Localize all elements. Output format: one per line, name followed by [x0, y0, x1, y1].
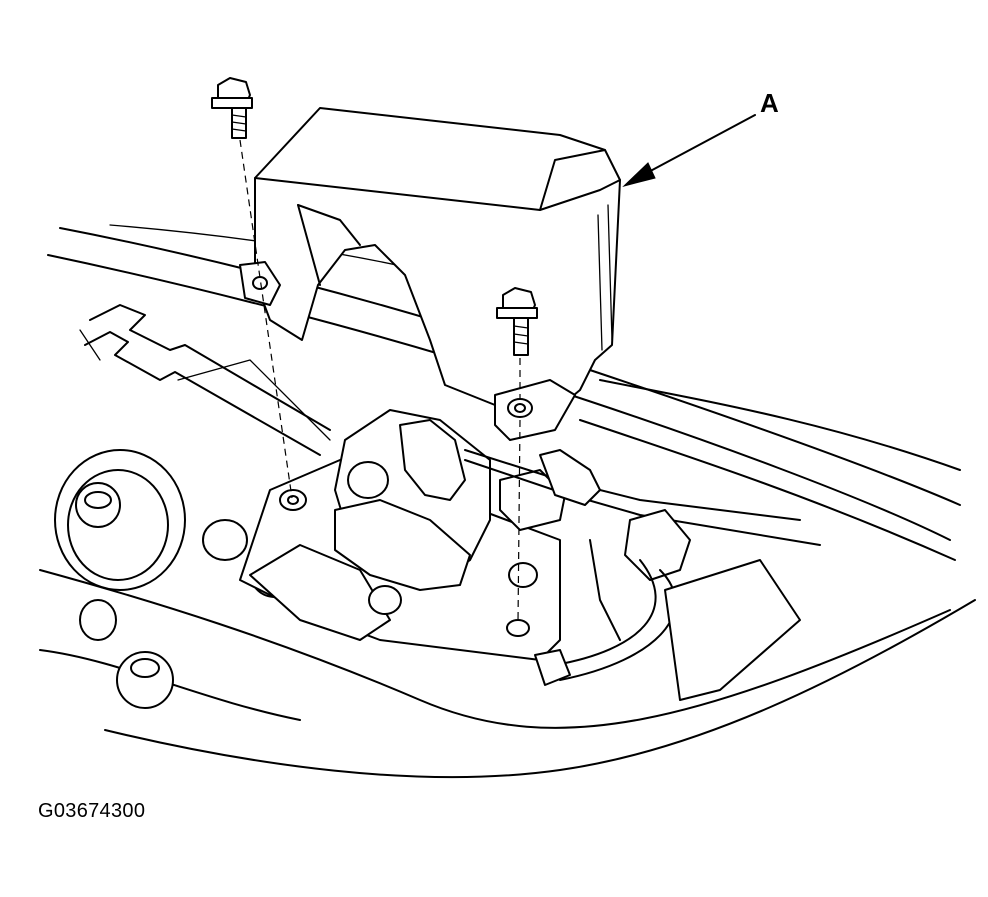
- left-linkage: [79, 304, 331, 456]
- cover-a: [239, 107, 621, 441]
- figure-code: G03674300: [38, 800, 146, 822]
- bolt-right: [496, 287, 538, 623]
- callout-leader: [622, 114, 756, 187]
- wiring-harness: [534, 509, 801, 701]
- actuator-assembly: [334, 409, 821, 591]
- callout-label-a: A: [760, 88, 779, 118]
- bolt-left: [211, 77, 293, 499]
